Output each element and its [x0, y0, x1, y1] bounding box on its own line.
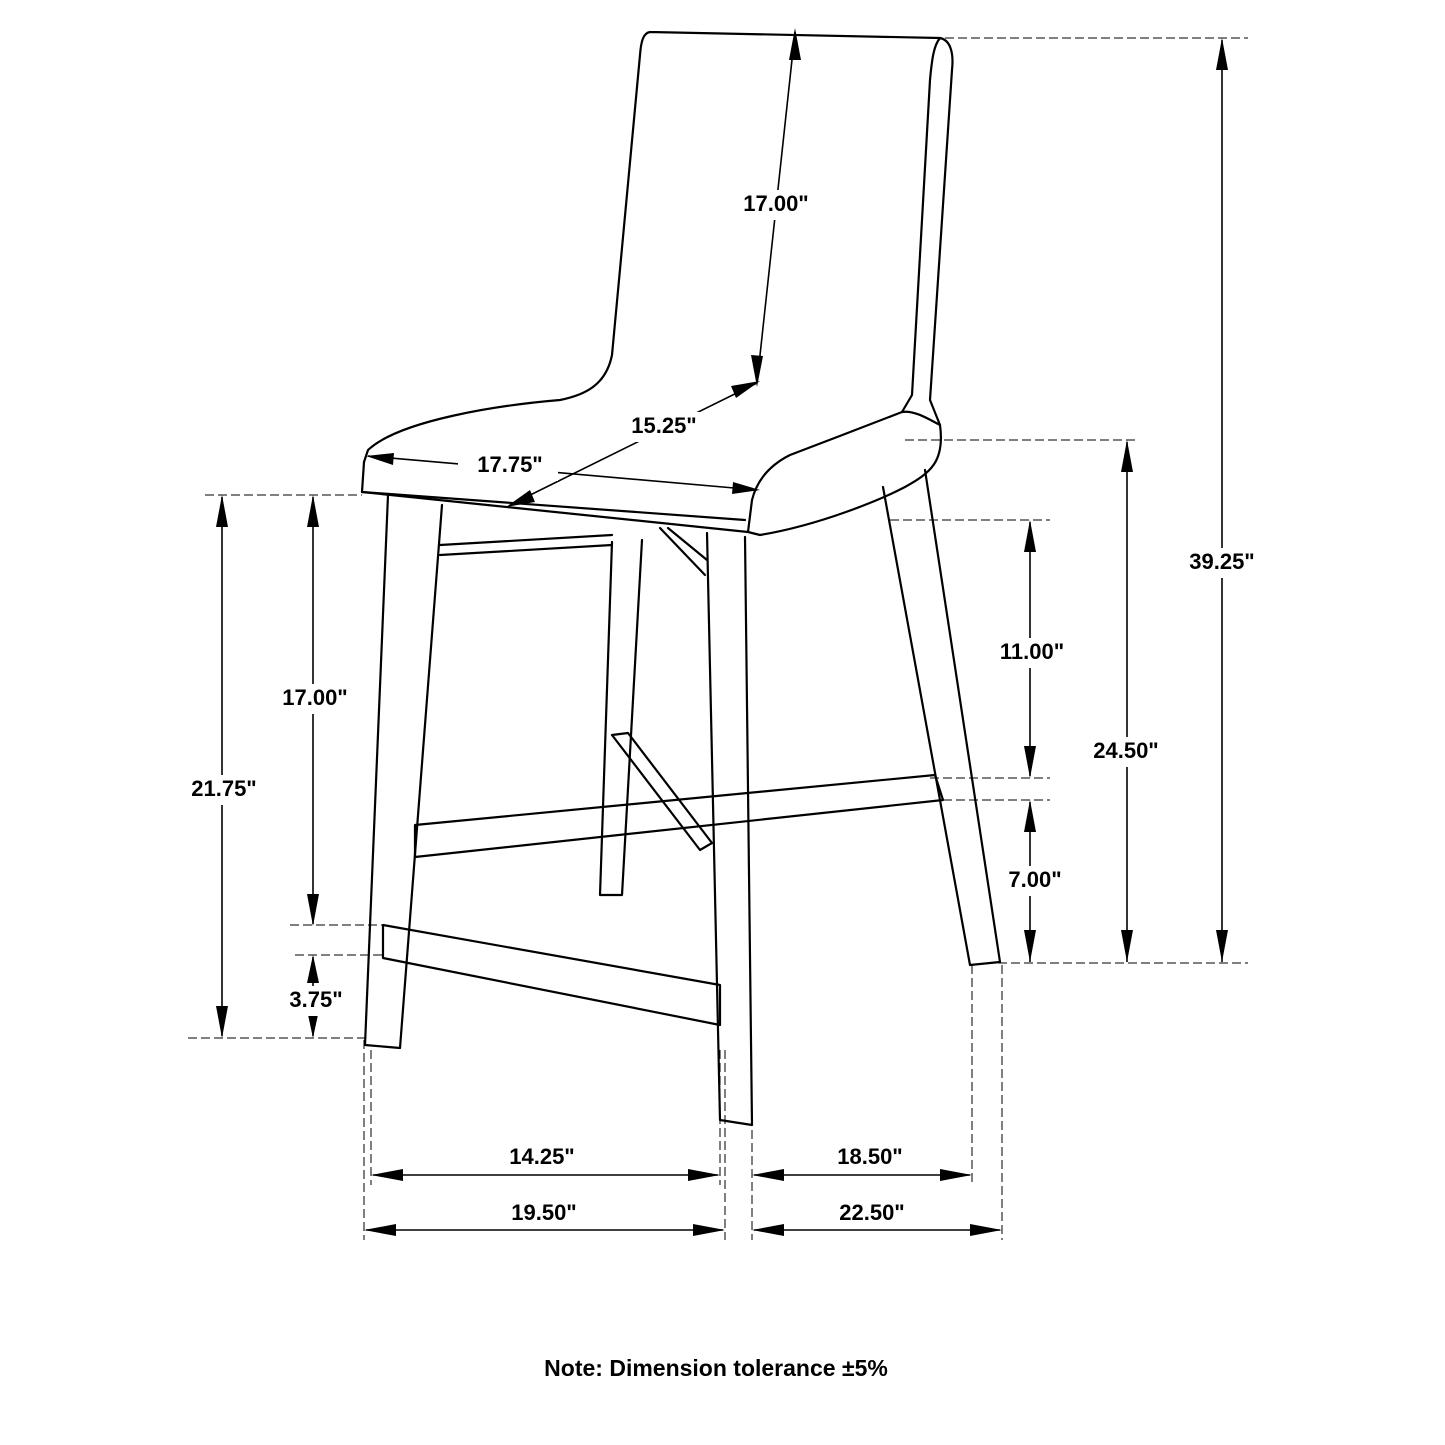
leg-back-right [881, 468, 1002, 967]
label-footrest-height: 3.75" [289, 987, 342, 1012]
label-seat-width: 17.75" [477, 452, 542, 477]
leg-front-left [363, 493, 444, 1050]
label-overall-height: 39.25" [1189, 549, 1254, 574]
label-front-seat-to-footrest: 17.00" [282, 685, 347, 710]
tolerance-note: Note: Dimension tolerance ±5% [544, 1355, 888, 1381]
label-seat-height: 24.50" [1093, 738, 1158, 763]
extension-lines [188, 37, 1248, 1240]
seat-edge [360, 490, 747, 522]
label-upper-stretcher-to-floor: 7.00" [1008, 867, 1061, 892]
side-stretcher [413, 773, 945, 859]
chair-outline [360, 30, 1002, 1127]
label-inner-leg-depth: 18.50" [837, 1144, 902, 1169]
seat-outline [360, 410, 943, 537]
footrest [381, 923, 722, 1027]
label-seat-depth: 15.25" [631, 413, 696, 438]
backrest-outline [362, 30, 954, 464]
label-overall-depth: 22.50" [839, 1200, 904, 1225]
label-inner-leg-width: 14.25" [509, 1144, 574, 1169]
corner-brace [658, 526, 709, 577]
cross-stretcher [610, 731, 714, 852]
leg-front-right [705, 531, 754, 1127]
label-seat-to-upper-stretcher: 11.00" [1000, 639, 1064, 664]
backrest-side-line [900, 36, 942, 414]
label-front-height: 21.75" [191, 776, 256, 801]
label-overall-width: 19.50" [511, 1200, 576, 1225]
seat-rail [438, 533, 614, 557]
label-back-height: 17.00" [743, 191, 808, 216]
dimension-labels: 17.00" 15.25" 17.75" 39.25" 24.50" 11.00… [174, 190, 1272, 1225]
dimension-lines [216, 28, 1228, 1236]
leg-back-left [598, 538, 644, 897]
